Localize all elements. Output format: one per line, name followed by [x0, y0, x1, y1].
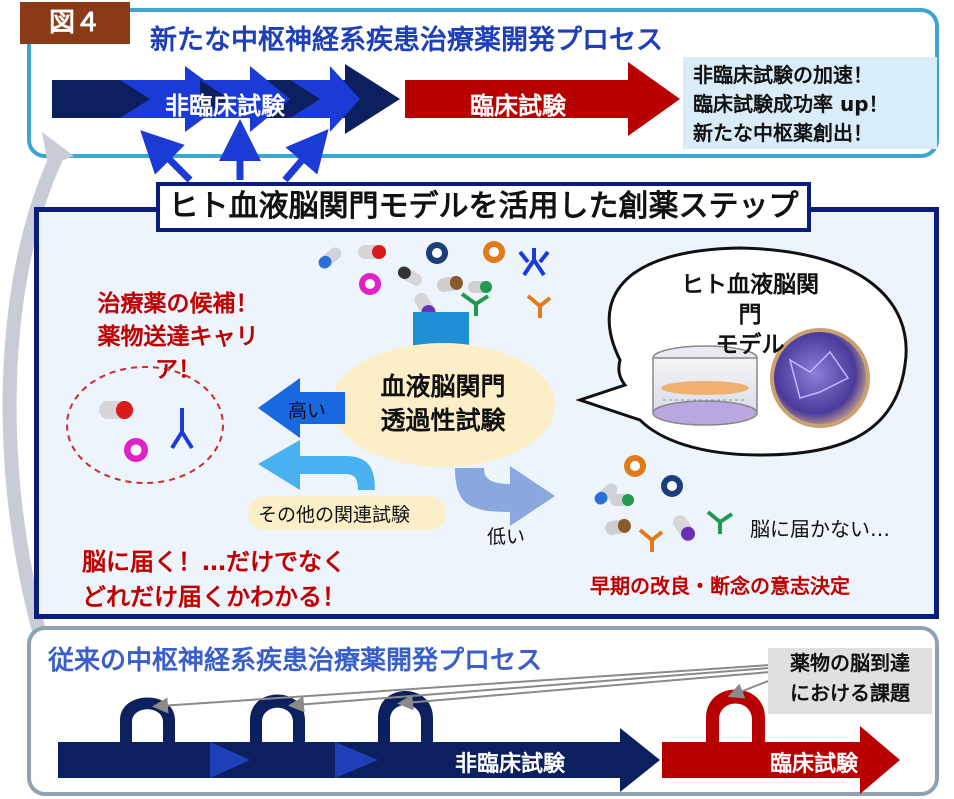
issue-line: 薬物の脳到達 [790, 651, 910, 675]
conventional-nonclinical-label: 非臨床試験 [455, 752, 566, 777]
capsule-icon [605, 518, 631, 536]
capsule-icon [672, 515, 696, 541]
antibody-icon [518, 248, 550, 277]
other-tests-arrow [258, 440, 375, 490]
capsule-icon [437, 275, 463, 293]
reach-message: 脳に届く！…だけでなく どれだけ届くかわかる！ [64, 545, 364, 615]
bbb-model-line: モデル [715, 332, 785, 358]
other-tests-pill [248, 496, 446, 530]
assay-label: 血液脳関門 透過性試験 [368, 370, 518, 438]
gear-icon [124, 438, 148, 462]
antibody-icon [638, 528, 664, 552]
organoid-icon [770, 328, 870, 428]
new-nonclinical-arrow [52, 64, 400, 134]
reach-line: 脳に届く！…だけでなく [82, 548, 346, 576]
capsule-icon [610, 494, 634, 506]
candidate-line: 治療薬の候補！ [97, 291, 259, 317]
step-title: ヒト血液脳関門モデルを活用した創薬ステップ [156, 182, 811, 232]
candidate-ellipse [66, 366, 224, 484]
conventional-nonclinical-arrow [58, 691, 660, 792]
bbb-model-line: ヒト血液脳関門 [681, 272, 819, 328]
antibody-icon [706, 510, 734, 534]
capsule-icon [318, 247, 342, 269]
other-tests-label: その他の関連試験 [258, 504, 411, 526]
assay-line: 血液脳関門 [380, 372, 506, 401]
capsule-icon [594, 483, 618, 505]
candidate-line: 薬物送達キャリア！ [97, 324, 259, 383]
feedback-curve-arrow [2, 132, 74, 637]
conventional-process-title: 従来の中枢神経系疾患治療薬開発プロセス [48, 646, 543, 676]
assay-ellipse [331, 343, 555, 467]
conventional-clinical-label: 臨床試験 [770, 752, 859, 777]
figure-tag: 図４ [20, 2, 130, 44]
not-reach-label: 脳に届かない… [750, 517, 890, 541]
new-nonclinical-label: 非臨床試験 [165, 92, 285, 120]
conventional-clinical-arrow [662, 689, 900, 794]
capsule-icon [99, 401, 133, 419]
capsule-icon [397, 266, 423, 286]
reach-line: どれだけ届くかわかる！ [82, 583, 346, 611]
new-process-title: 新たな中枢神経系疾患治療薬開発プロセス [150, 25, 663, 56]
issue-pointer-lines [152, 664, 777, 714]
capsule-icon [358, 245, 386, 259]
benefit-item: 非臨床試験の加速！ [693, 63, 873, 87]
new-clinical-label: 臨床試験 [470, 92, 566, 120]
benefit-item: 臨床試験成功率 up！ [693, 92, 889, 116]
low-label: 低い [487, 526, 526, 548]
gear-icon [483, 241, 505, 263]
gear-icon [624, 455, 646, 477]
high-arrow [258, 378, 345, 438]
high-label: 高い [288, 400, 327, 422]
antibody-icon [526, 294, 552, 318]
capsule-icon [468, 281, 492, 293]
bbb-model-label: ヒト血液脳関門 モデル [670, 270, 830, 360]
antibody-icon [170, 408, 194, 450]
benefit-item: 新たな中枢薬創出！ [693, 121, 873, 145]
issue-line: における課題 [790, 681, 910, 705]
issue-box: 薬物の脳到達 における課題 [768, 648, 932, 714]
candidate-caption: 治療薬の候補！ 薬物送達キャリア！ [78, 288, 278, 387]
drug-icons-rejected [594, 455, 734, 552]
assay-line: 透過性試験 [380, 406, 506, 435]
benefits-box: 非臨床試験の加速！ 臨床試験成功率 up！ 新たな中枢薬創出！ [683, 57, 937, 149]
gear-icon [661, 475, 683, 497]
gear-icon [426, 242, 448, 264]
transwell-icon [652, 345, 758, 426]
upward-arrows [140, 119, 329, 183]
antibody-icon [460, 292, 490, 316]
gear-icon [359, 273, 381, 295]
new-clinical-arrow [405, 62, 680, 136]
early-decision-label: 早期の改良・断念の意志決定 [590, 574, 850, 598]
low-arrow [455, 466, 555, 526]
